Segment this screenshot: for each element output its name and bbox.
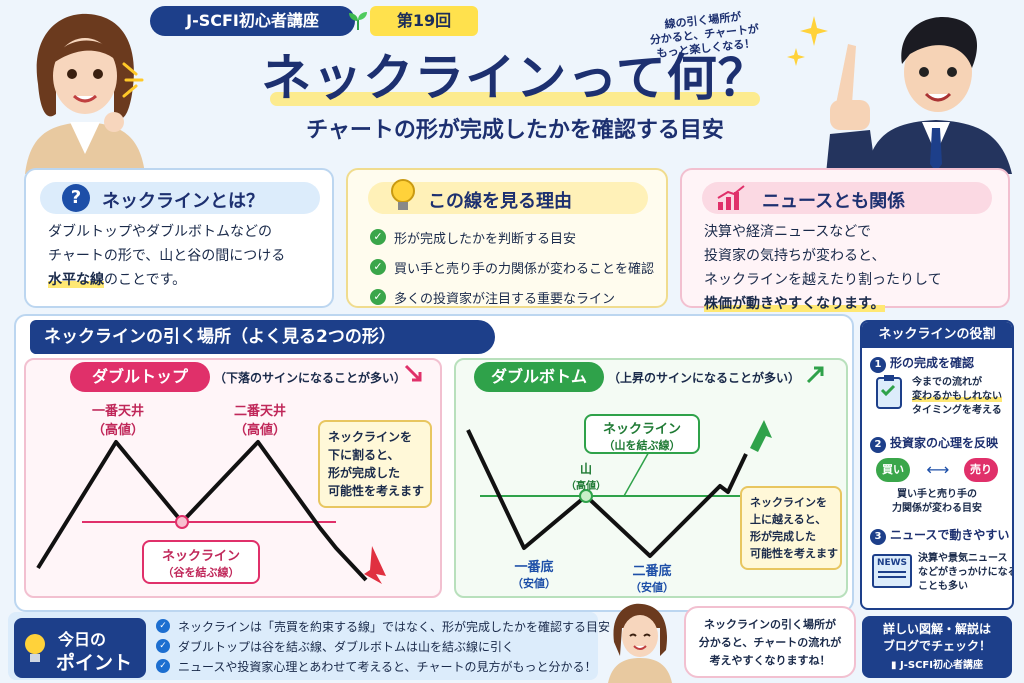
callout-pointer: [623, 449, 651, 497]
double-arrow-icon: ⟷: [926, 460, 950, 479]
down-arrow-small-icon: [404, 364, 422, 382]
what-is-neckline-box: ? ネックラインとは？ ダブルトップやダブルボトムなどの チャートの形で、山と谷…: [24, 168, 334, 308]
box2-title-bar: [368, 182, 648, 214]
double-bottom-neck-callout: ネックライン （山を結ぶ線）: [584, 414, 700, 454]
double-top-valley-marker: [175, 515, 189, 529]
box1-text: ダブルトップやダブルボトムなどの チャートの形で、山と谷の間につける 水平な線の…: [48, 224, 286, 288]
role1-text: 今までの流れが変わるかもしれないタイミングを考える: [912, 377, 1002, 416]
episode-badge: 第19回: [370, 6, 478, 36]
box1-title: ネックラインとは？: [102, 191, 264, 212]
lightbulb-icon: [25, 634, 45, 662]
list-item: ✓形が完成したかを判断する目安: [370, 222, 654, 252]
double-top-note: ネックラインを下に割ると、形が完成した可能性を考えます: [318, 420, 432, 508]
list-item: ✓ニュースや投資家心理とあわせて考えると、チャートの見方がもっと分かる！: [156, 656, 610, 676]
buy-badge: 買い: [876, 458, 910, 482]
roles-title: ネックラインの役割: [862, 322, 1012, 348]
double-top-label: ダブルトップ: [70, 362, 210, 392]
question-icon: ?: [62, 184, 90, 212]
double-bottom-peak-marker: [579, 489, 593, 503]
box3-title: ニュースとも関係: [762, 191, 906, 212]
page-subtitle: チャートの形が完成したかを確認する目安: [306, 118, 724, 143]
blog-name: ▮ J-SCFI初心者講座: [891, 660, 983, 671]
reason-box: この線を見る理由 ✓形が完成したかを判断する目安 ✓買い手と売り手の力関係が変わ…: [346, 168, 668, 308]
page-title: ネックラインって何？: [261, 49, 769, 107]
check-icon: ✓: [156, 659, 170, 673]
peak1-label: 一番天井（高値）: [91, 404, 144, 438]
check-icon: ✓: [370, 259, 386, 275]
clipboard-icon: [876, 375, 902, 409]
role2-text: 買い手と売り手の力関係が変わる目安: [892, 489, 982, 514]
double-top-price-line: [36, 440, 368, 582]
peak2-label: 二番天井（高値）: [233, 404, 286, 438]
list-item: ✓多くの投資家が注目する重要なライン: [370, 282, 654, 312]
double-bottom-caption: （上昇のサインになることが多い）: [608, 371, 801, 385]
series-badge: J-SCFI初心者講座: [150, 6, 355, 36]
blog-link[interactable]: 詳しい図解・解説はブログでチェック！ ▮ J-SCFI初心者講座: [862, 616, 1012, 678]
double-bottom-note: ネックラインを上に越えると、形が完成した可能性を考えます: [740, 486, 842, 570]
role3-text: 決算や景気ニュースなどがきっかけになることも多い: [918, 553, 1014, 592]
newspaper-icon: NEWS: [872, 554, 912, 588]
list-item: ✓ネックラインは「売買を約束する線」ではなく、形が完成したかを確認する目安: [156, 616, 610, 636]
double-bottom-chart: [466, 420, 772, 558]
bottom2-label: 二番底（安値）: [630, 564, 674, 594]
sprout-icon: [349, 12, 367, 30]
box3-highlight: 株価が動きやすくなります。: [704, 296, 885, 312]
check-icon: ✓: [370, 229, 386, 245]
double-top-caption: （下落のサインになることが多い）: [214, 371, 407, 385]
list-item: ✓ダブルトップは谷を結ぶ線、ダブルボトムは山を結ぶ線に引く: [156, 636, 610, 656]
news-relation-box: ニュースとも関係 決算や経済ニュースなどで 投資家の気持ちが変わると、 ネックラ…: [680, 168, 1010, 312]
list-item: ✓買い手と売り手の力関係が変わることを確認: [370, 252, 654, 282]
double-top-chart: [36, 440, 386, 584]
section-title: ネックラインの引く場所（よく見る2つの形）: [30, 320, 495, 354]
today-points-badge: 今日の ポイント: [14, 618, 146, 678]
check-icon: ✓: [156, 639, 170, 653]
double-bottom-label: ダブルボトム: [474, 362, 604, 392]
double-top-neck-callout: ネックライン （谷を結ぶ線）: [142, 540, 260, 584]
box3-text: 決算や経済ニュースなどで 投資家の気持ちが変わると、 ネックラインを越えたり割っ…: [704, 224, 942, 312]
sparkle-icon: [787, 16, 828, 66]
emphasis-lines-icon: [122, 62, 144, 98]
mountain-label: 山（高値）: [566, 462, 606, 492]
box3-title-bar: [702, 182, 992, 214]
woman-small-avatar: [608, 603, 672, 683]
reason-list: ✓形が完成したかを判断する目安 ✓買い手と売り手の力関係が変わることを確認 ✓多…: [370, 222, 654, 312]
sell-badge: 売り: [964, 458, 998, 482]
man-avatar: [826, 17, 1012, 174]
double-bottom-price-line: [466, 429, 748, 558]
box2-title: この線を見る理由: [428, 191, 572, 212]
up-arrow-small-icon: [806, 366, 824, 384]
points-list: ✓ネックラインは「売買を約束する線」ではなく、形が完成したかを確認する目安 ✓ダ…: [156, 616, 610, 676]
lightbulb-icon: [391, 179, 415, 210]
bottom1-label: 一番底（安値）: [512, 560, 556, 590]
check-icon: ✓: [156, 619, 170, 633]
growth-chart-icon: [717, 185, 745, 210]
box1-highlight: 水平な線: [48, 272, 104, 288]
woman-avatar: [25, 13, 145, 174]
up-arrow-icon: [750, 420, 772, 452]
book-icon: ▮: [891, 660, 900, 671]
check-icon: ✓: [370, 289, 386, 305]
footer-speech-bubble: ネックラインの引く場所が分かると、チャートの流れが考えやすくなりますね！: [684, 606, 856, 678]
down-arrow-icon: [364, 546, 386, 584]
title-highlight: [270, 92, 760, 106]
